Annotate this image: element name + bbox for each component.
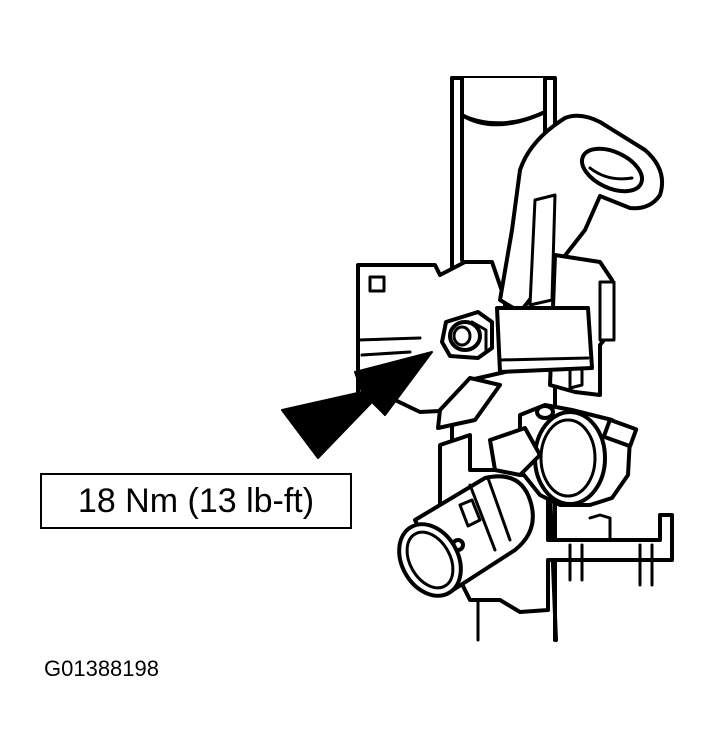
column-inner-shaft (460, 76, 547, 262)
bolt (440, 310, 494, 360)
lower-bracket-ear (436, 376, 502, 430)
ignition-cylinder-housing (518, 403, 639, 507)
tilt-lever-arm (498, 113, 665, 314)
figure-id: G01388198 (44, 656, 159, 681)
switch-barrel (397, 474, 535, 598)
clamp-block (495, 306, 594, 374)
barrel-connector (488, 426, 542, 477)
torque-spec-label: 18 Nm (13 lb-ft) (40, 473, 352, 529)
pointer-arrow-icon (281, 351, 433, 459)
